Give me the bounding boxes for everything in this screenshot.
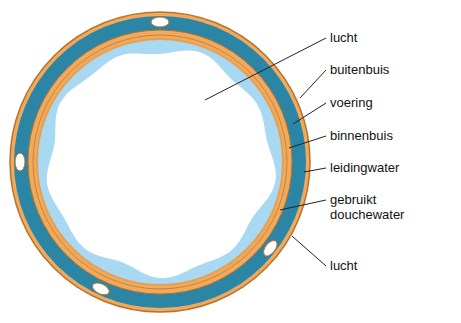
part-label: voering xyxy=(330,95,450,110)
pipe-cross-section xyxy=(10,12,310,312)
air-pocket xyxy=(15,153,25,171)
part-label: lucht xyxy=(330,30,450,45)
leader-line xyxy=(289,136,326,148)
part-label: buitenbuis xyxy=(330,62,450,77)
lining xyxy=(37,39,283,285)
leader-line xyxy=(293,103,326,124)
part-label: gebruikt douchewater xyxy=(330,192,420,222)
part-label: leidingwater xyxy=(330,160,450,175)
part-label: binnenbuis xyxy=(330,128,450,143)
leader-line xyxy=(280,200,326,210)
leader-lines xyxy=(205,38,326,266)
inner-tube xyxy=(28,30,292,294)
leader-line xyxy=(292,236,326,266)
air-pocket xyxy=(151,17,169,27)
leader-line xyxy=(205,38,326,100)
inner-tube-line xyxy=(33,35,287,289)
outer-tube xyxy=(10,12,310,312)
part-label: lucht xyxy=(330,258,450,273)
tap-water-layer xyxy=(14,16,306,308)
air-core xyxy=(47,50,276,278)
leader-line xyxy=(304,168,326,172)
leader-line xyxy=(300,70,326,98)
